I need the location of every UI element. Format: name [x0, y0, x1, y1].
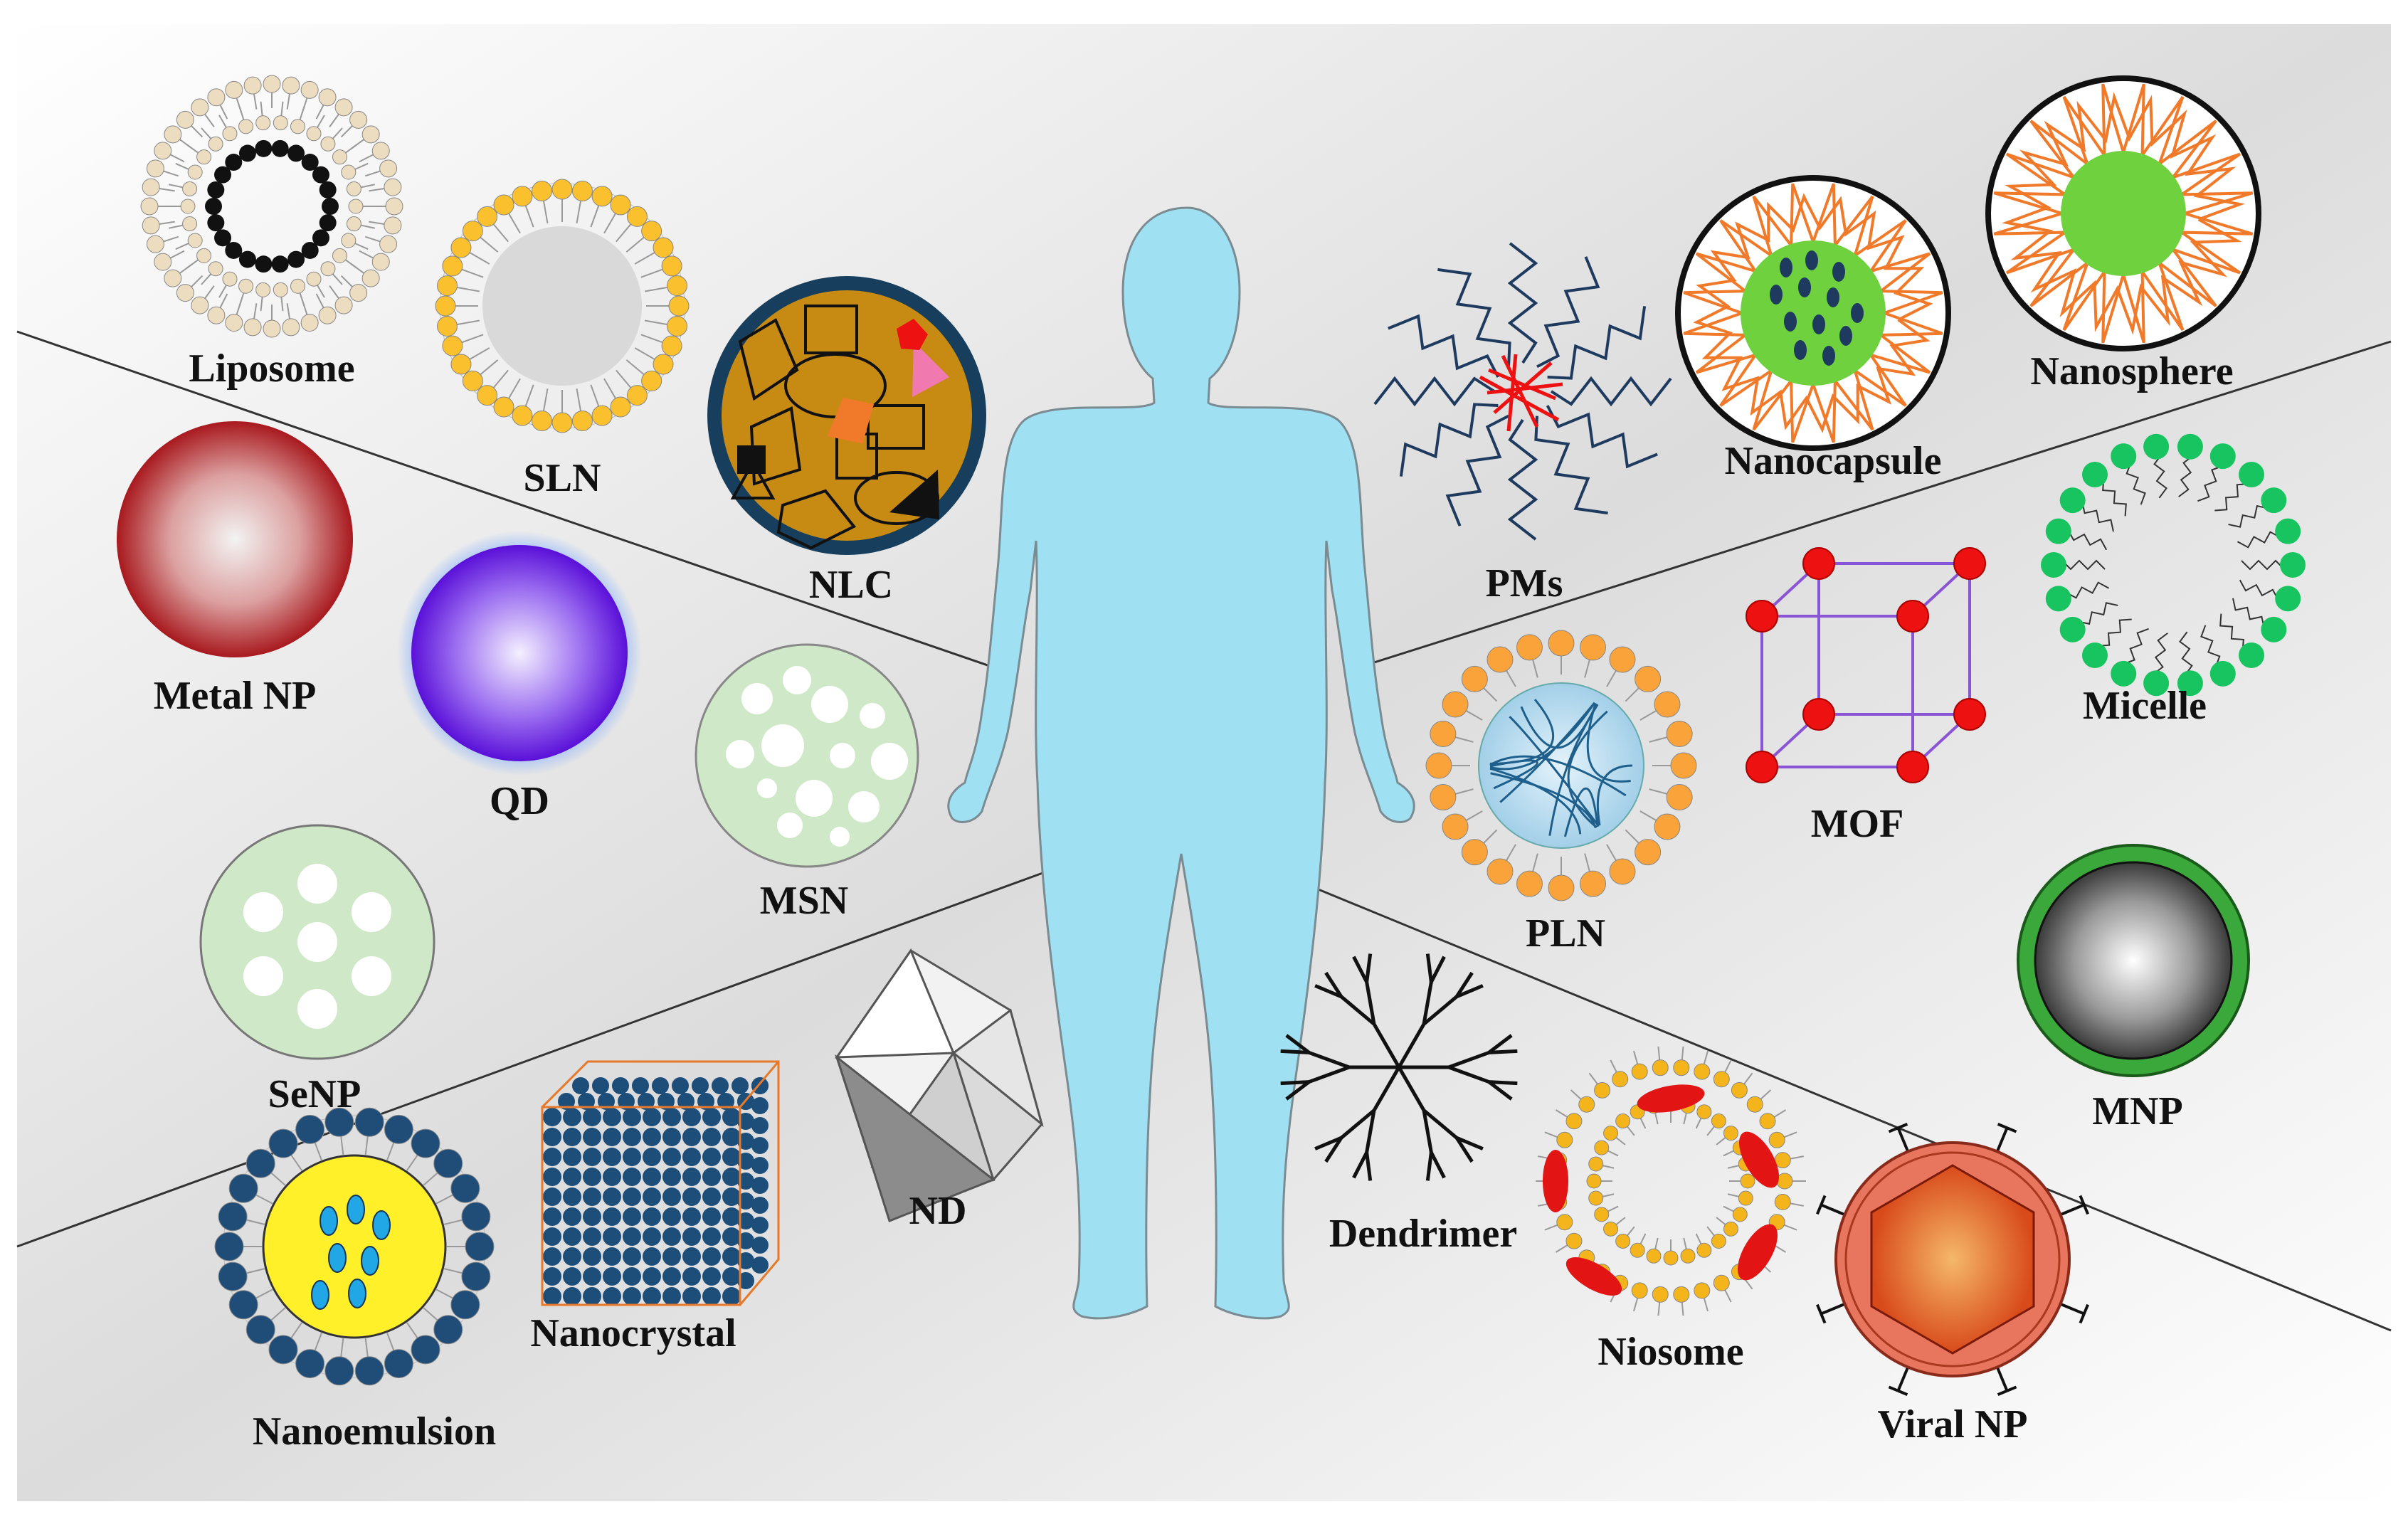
- label-micelle: Micelle: [2083, 684, 2207, 728]
- label-nanosphere: Nanosphere: [2030, 349, 2233, 393]
- divider-line-lower-right: [1283, 874, 2392, 1332]
- metal-np-graphic: [117, 421, 353, 657]
- label-nanoemulsion: Nanoemulsion: [253, 1409, 496, 1454]
- micelle-graphic: [2041, 433, 2306, 697]
- label-qd: QD: [490, 779, 549, 823]
- liposome-graphic: [140, 75, 403, 338]
- label-dendrimer: Dendrimer: [1329, 1212, 1517, 1256]
- msn-graphic: [695, 643, 919, 868]
- divider-line-lower-left: [16, 871, 1045, 1248]
- label-sln: SLN: [524, 456, 601, 500]
- mof-graphic: [1746, 547, 1986, 783]
- label-nd: ND: [909, 1189, 967, 1233]
- label-niosome: Niosome: [1598, 1330, 1743, 1374]
- label-pln: PLN: [1526, 911, 1605, 956]
- viral-np-graphic: [1816, 1123, 2089, 1396]
- sln-graphic: [435, 179, 690, 433]
- label-nanocapsule: Nanocapsule: [1725, 439, 1942, 483]
- label-metal-np: Metal NP: [154, 674, 317, 718]
- niosome-graphic: [1536, 1046, 1806, 1316]
- label-liposome: Liposome: [189, 346, 354, 391]
- label-senp: SeNP: [268, 1072, 361, 1116]
- nanosphere-graphic: [1985, 75, 2261, 351]
- qd-graphic: [411, 545, 628, 761]
- divider-lines: [16, 330, 2392, 1332]
- nanocrystal-graphic: [541, 1060, 780, 1306]
- divider-line-upper-right: [1344, 340, 2392, 673]
- label-msn: MSN: [760, 879, 848, 923]
- label-nlc: NLC: [809, 563, 893, 607]
- nanocapsule-graphic: [1675, 175, 1951, 451]
- label-viral-np: Viral NP: [1878, 1402, 2028, 1446]
- nanoemulsion-graphic: [214, 1107, 495, 1386]
- human-silhouette-icon: [947, 206, 1415, 1320]
- nlc-graphic: [707, 276, 986, 555]
- divider-line-upper-left: [16, 330, 1007, 673]
- mnp-graphic: [2017, 844, 2250, 1077]
- nd-graphic: [835, 948, 1044, 1222]
- label-pms: PMs: [1486, 561, 1563, 605]
- dendrimer-graphic: [1280, 953, 1518, 1181]
- pms-graphic: [1373, 242, 1672, 541]
- label-mnp: MNP: [2092, 1089, 2183, 1133]
- label-mof: MOF: [1811, 802, 1904, 846]
- label-nanocrystal: Nanocrystal: [530, 1311, 736, 1355]
- pln-graphic: [1425, 630, 1697, 901]
- senp-graphic: [199, 824, 435, 1060]
